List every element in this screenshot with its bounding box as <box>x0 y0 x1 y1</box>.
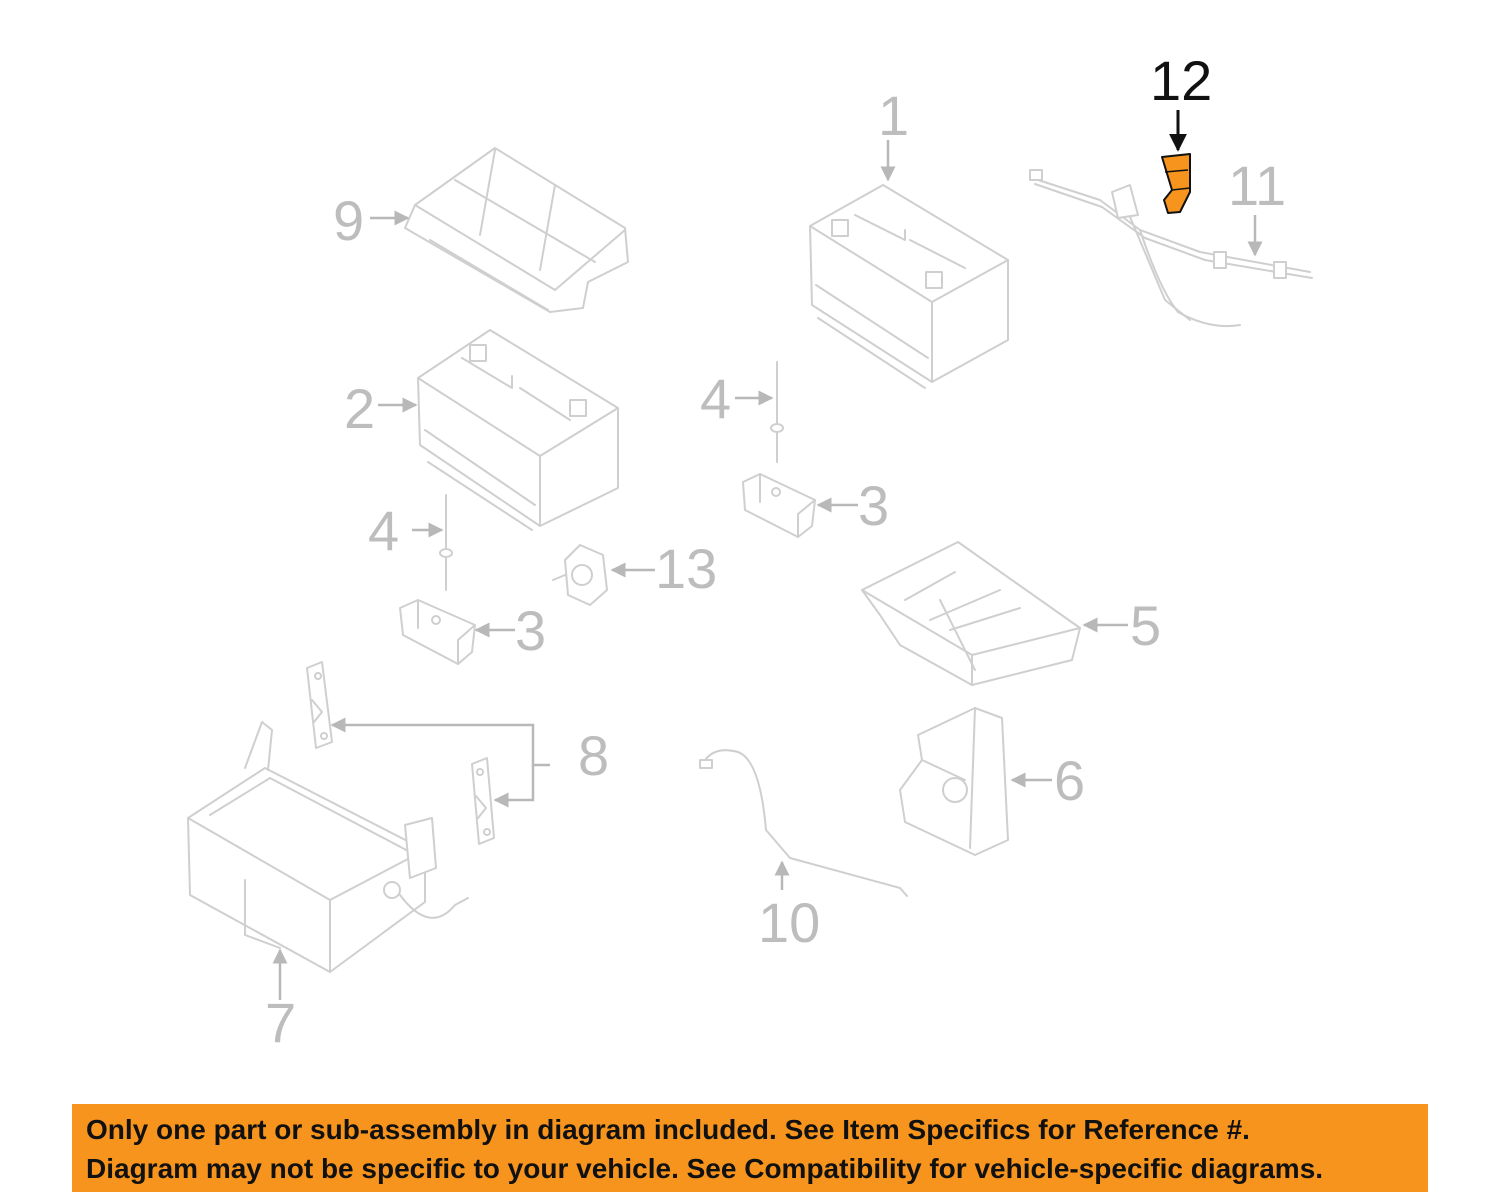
part-4-rod-right[interactable] <box>770 361 784 463</box>
callout-13: 13 <box>655 537 717 600</box>
part-5-battery-tray[interactable] <box>861 541 1081 686</box>
part-6-bracket[interactable] <box>899 707 1009 856</box>
part-10-cable[interactable] <box>699 749 908 897</box>
part-8-bracket-upper[interactable] <box>306 661 333 749</box>
part-3-clamp-right[interactable] <box>742 473 816 538</box>
disclaimer-line-1: Only one part or sub-assembly in diagram… <box>86 1114 1250 1145</box>
part-7-battery-box[interactable] <box>187 721 469 973</box>
callout-3-left: 3 <box>515 599 546 662</box>
callout-2: 2 <box>344 377 375 440</box>
callout-labels: 1 2 3 3 4 4 5 6 7 8 9 10 11 12 13 <box>265 49 1286 1054</box>
callout-9: 9 <box>333 189 364 252</box>
part-1-battery[interactable] <box>809 184 1009 389</box>
disclaimer-line-2: Diagram may not be specific to your vehi… <box>86 1153 1324 1184</box>
parts-diagram: 1 2 3 3 4 4 5 6 7 8 9 10 11 12 13 <box>187 49 1313 1054</box>
callout-4-left: 4 <box>368 499 399 562</box>
callout-8: 8 <box>578 724 609 787</box>
callout-3-right: 3 <box>858 474 889 537</box>
leader-lines <box>272 110 1263 1000</box>
callout-4-right: 4 <box>700 367 731 430</box>
callout-6: 6 <box>1054 749 1085 812</box>
callout-7: 7 <box>265 991 296 1054</box>
part-12-highlighted[interactable] <box>1161 153 1191 214</box>
part-4-rod-left[interactable] <box>439 494 453 591</box>
callout-12: 12 <box>1150 49 1212 112</box>
part-13-connector[interactable] <box>552 544 608 606</box>
part-8-bracket-lower[interactable] <box>471 757 495 845</box>
part-3-clamp-left[interactable] <box>399 599 476 665</box>
callout-11: 11 <box>1228 154 1286 217</box>
callout-1: 1 <box>878 84 909 147</box>
part-2-battery[interactable] <box>417 329 619 531</box>
disclaimer-banner: Only one part or sub-assembly in diagram… <box>72 1104 1428 1192</box>
part-9-battery-cover[interactable] <box>404 147 629 313</box>
part-11-wiring-harness[interactable] <box>1029 169 1313 328</box>
callout-5: 5 <box>1130 594 1161 657</box>
callout-10: 10 <box>758 891 820 954</box>
